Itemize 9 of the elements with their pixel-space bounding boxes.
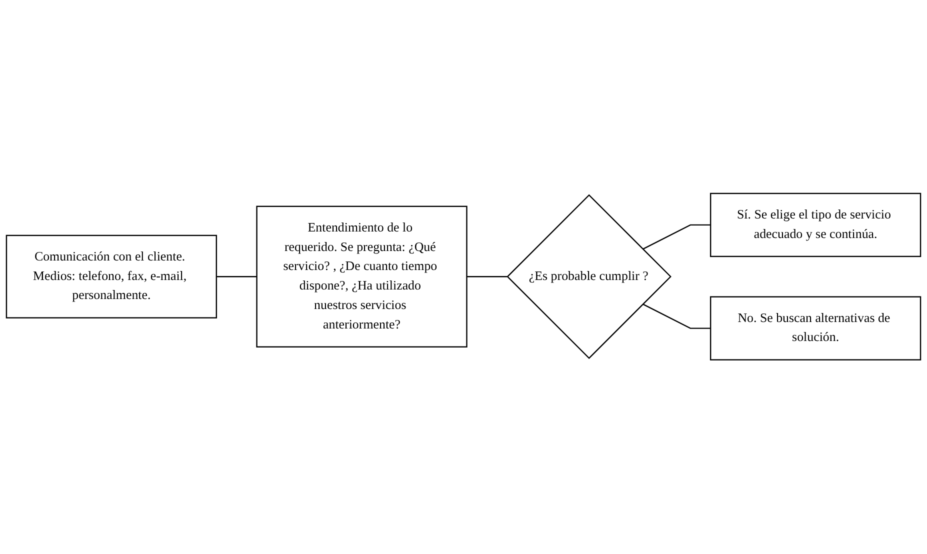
- node-box: Sí. Se elige el tipo de servicio adecuado y se continúa.: [710, 193, 922, 258]
- connector: [642, 304, 711, 330]
- node-box: Comunicación con el cliente. Medios: telefono, fax, e-mail, personalmente.: [6, 235, 218, 319]
- node-diamond: ¿Es probable cumplir ?: [506, 194, 672, 360]
- connector: [642, 224, 711, 250]
- connector: [216, 276, 257, 278]
- node-box: Entendimiento de lo requerido. Se pregunta: ¿Qué servicio? , ¿De cuanto tiempo dispone?, ¿Ha utilizado nuestros servicios anteriormente?: [256, 206, 468, 348]
- connector: [466, 276, 508, 278]
- node-box: No. Se buscan alternativas de solución.: [710, 296, 922, 361]
